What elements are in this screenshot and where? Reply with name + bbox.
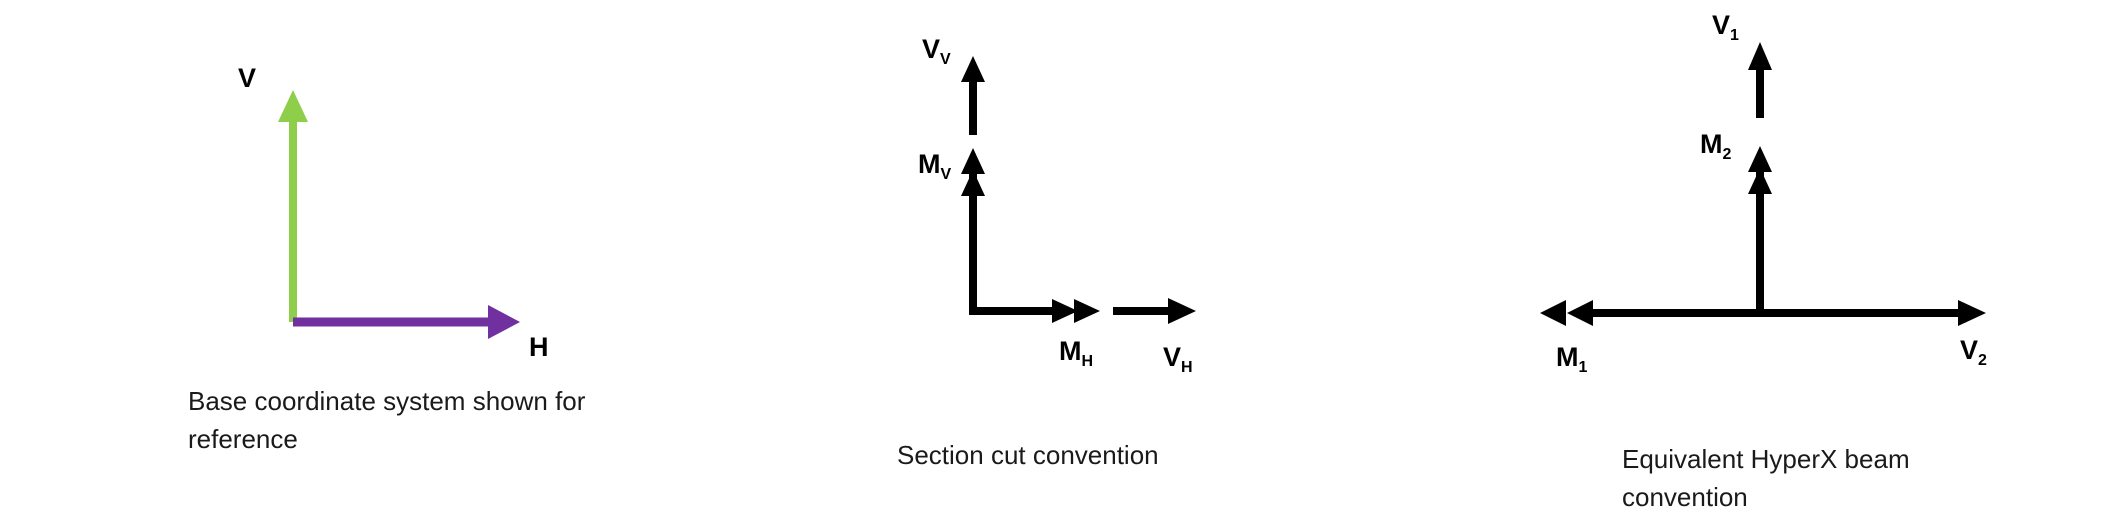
base-caption: Base coordinate system shown for referen… [188,386,586,454]
base-coordinate-panel: V H [238,63,549,362]
hyperx-v1-arrow [1748,42,1772,118]
section-mh-label: MH [1059,336,1093,370]
section-mv-label: MV [918,149,952,183]
base-v-label: V [238,63,256,93]
hyperx-m1-arrow [1540,300,1593,326]
section-mh-arrow [969,299,1100,323]
hyperx-beam-panel: V1 M2 M1 V2 [1540,10,1987,376]
section-vv-arrow [961,56,985,135]
section-vv-label: VV [922,34,951,68]
hyperx-m2-label: M2 [1700,129,1732,163]
section-cut-panel: VV MV MH VH [918,34,1196,376]
hyperx-m2-arrow [1748,146,1772,313]
section-vh-arrow [1113,298,1196,324]
hyperx-v2-arrow [1958,300,1986,326]
section-caption: Section cut convention [897,440,1159,470]
hyperx-m1-label: M1 [1556,342,1588,376]
coordinate-conventions-diagram: V H VV MV MH VH [238,10,1987,376]
section-mv-arrow [961,148,985,311]
base-horizontal-arrow [293,305,520,339]
base-vertical-arrow [278,90,308,322]
base-h-label: H [529,332,549,362]
hyperx-v2-label: V2 [1960,335,1987,369]
section-vh-label: VH [1163,342,1193,376]
hyperx-v1-label: V1 [1712,10,1739,44]
hyperx-caption: Equivalent HyperX beam convention [1622,444,1910,512]
